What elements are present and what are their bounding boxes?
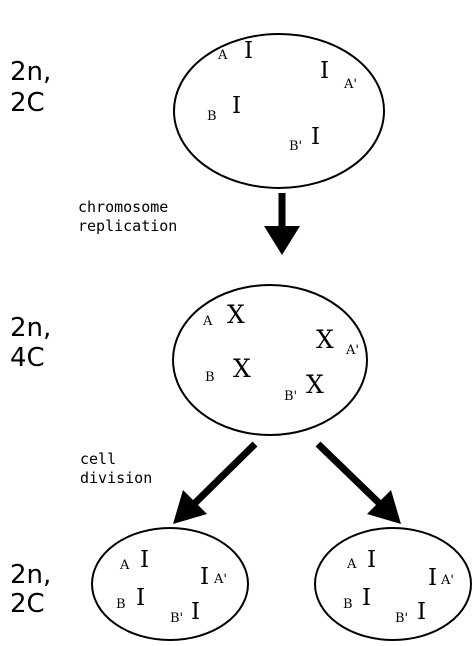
chromosome-b-replicated: X <box>233 354 251 383</box>
cell-2n-2c: A I I A' B I B' I <box>173 33 385 189</box>
gene-label-a-prime: A' <box>345 343 359 358</box>
gene-label-a-prime: A' <box>440 573 454 588</box>
caption-line: chromosome <box>78 198 168 216</box>
chromosome-a-replicated: X <box>227 300 245 329</box>
cell-membrane <box>91 527 249 641</box>
chromosome-b: I <box>362 585 371 611</box>
caption-line: division <box>80 469 152 487</box>
chromosome-a: I <box>244 38 253 64</box>
arrow-down-left-icon <box>173 441 258 524</box>
gene-label-b: B <box>205 370 215 385</box>
dna-content-label: 2C <box>10 88 45 118</box>
chromosome-a-prime-replicated: X <box>316 325 334 354</box>
chromosome-b: I <box>232 93 241 119</box>
arrow-down-icon <box>264 193 300 255</box>
gene-label-a: A <box>217 48 228 63</box>
gene-label-a: A <box>346 557 357 572</box>
caption-line: replication <box>78 217 177 235</box>
cell-membrane <box>173 33 385 189</box>
chromosome-a-prime: I <box>428 565 437 591</box>
cell-2n-4c: A X X A' B X B' X <box>172 284 368 436</box>
chromosome-a: I <box>140 547 149 573</box>
chromosome-b: I <box>136 585 145 611</box>
gene-label-b-prime: B' <box>170 611 183 626</box>
chromosome-a-prime: I <box>320 58 329 84</box>
chromosome-a-prime: I <box>200 564 209 590</box>
ploidy-label: 2n, <box>10 560 51 590</box>
dna-content-label: 4C <box>10 343 45 373</box>
replication-caption: chromosome replication <box>78 198 177 235</box>
chromosome-a: I <box>367 547 376 573</box>
gene-label-a-prime: A' <box>343 77 357 92</box>
gene-label-a-prime: A' <box>213 572 227 587</box>
gene-label-b: B <box>207 109 217 124</box>
stage-label-bottom: 2n, 2C <box>10 560 51 619</box>
gene-label-b-prime: B' <box>289 139 302 154</box>
gene-label-b: B <box>343 597 353 612</box>
ploidy-label: 2n, <box>10 57 51 87</box>
arrow-down-right-icon <box>315 441 401 524</box>
dna-content-label: 2C <box>10 589 45 619</box>
stage-label-top: 2n, 2C <box>10 57 51 118</box>
chromosome-b-prime: I <box>311 124 320 150</box>
ploidy-label: 2n, <box>10 313 51 343</box>
gene-label-b-prime: B' <box>284 389 297 404</box>
gene-label-b: B <box>116 597 126 612</box>
cell-membrane <box>172 284 368 436</box>
gene-label-b-prime: B' <box>395 611 408 626</box>
chromosome-b-prime: I <box>417 599 426 625</box>
cell-membrane <box>314 527 472 641</box>
gene-label-a: A <box>119 558 130 573</box>
caption-line: cell <box>80 450 116 468</box>
chromosome-b-prime-replicated: X <box>306 370 324 399</box>
stage-label-middle: 2n, 4C <box>10 313 51 373</box>
daughter-cell-right: A I I A' B I B' I <box>314 527 472 641</box>
division-caption: cell division <box>80 450 152 487</box>
daughter-cell-left: A I I A' B I B' I <box>91 527 249 641</box>
gene-label-a: A <box>202 314 213 329</box>
chromosome-b-prime: I <box>191 599 200 625</box>
